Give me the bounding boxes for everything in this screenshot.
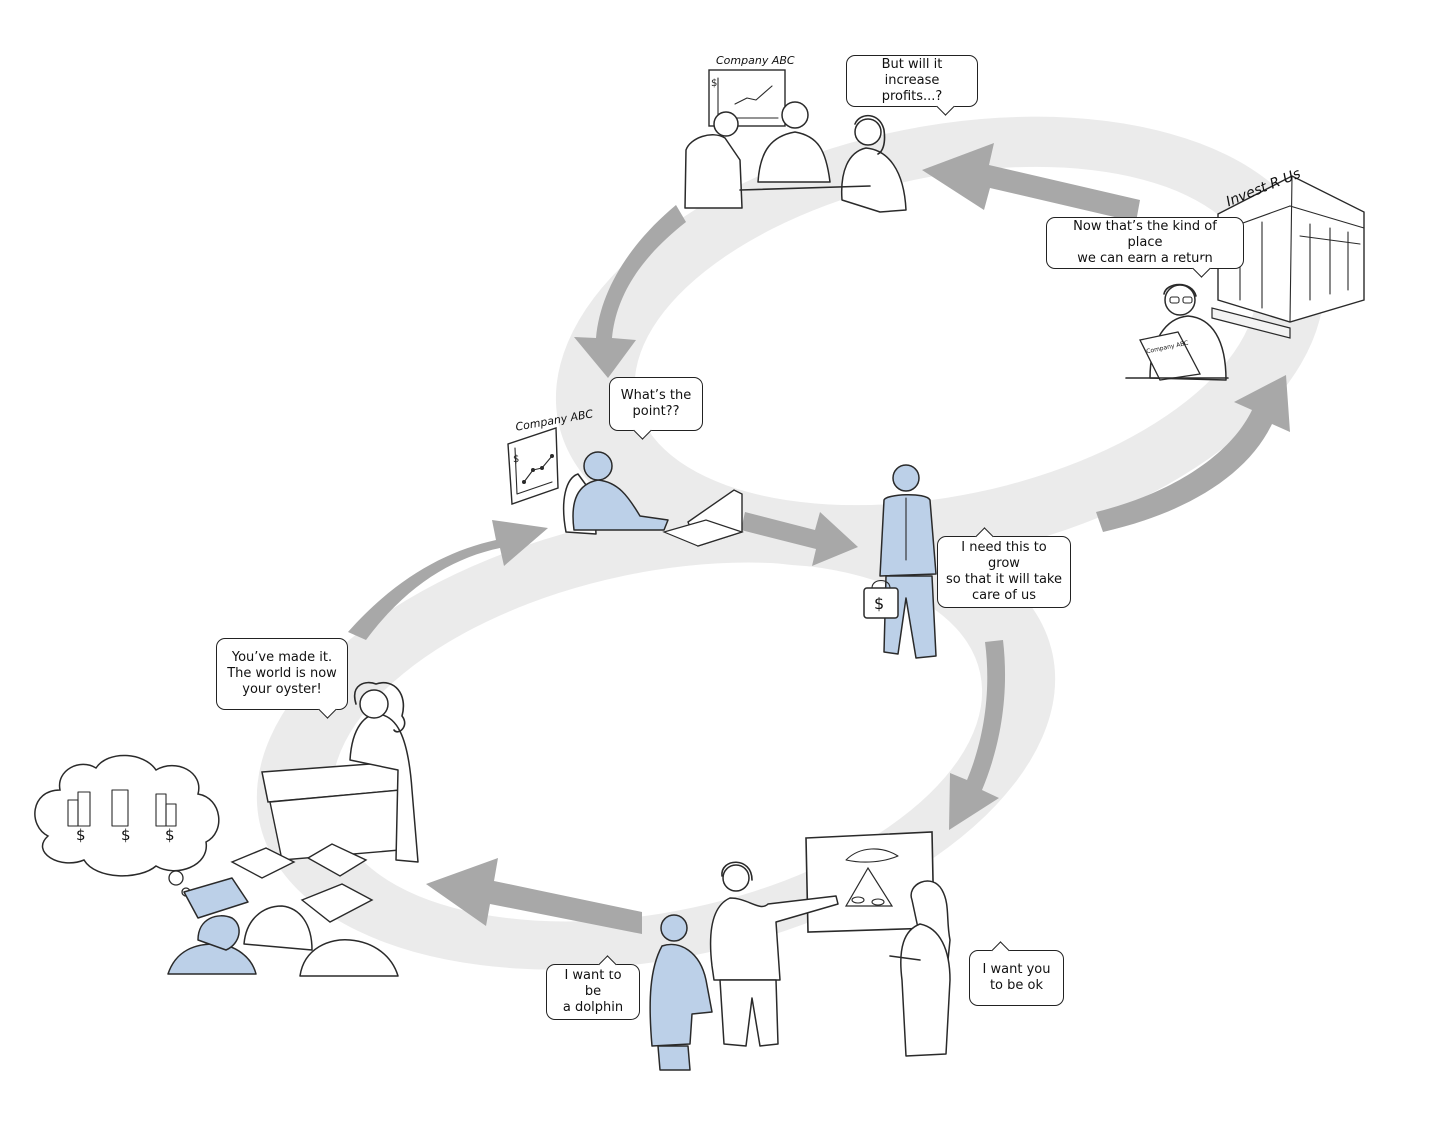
person-right-head — [854, 118, 882, 146]
laptop-keyboard — [662, 519, 744, 547]
investor-hair — [1163, 283, 1197, 297]
presenter-hair — [721, 861, 753, 881]
direction-arrows — [348, 143, 1290, 934]
mother-body — [900, 923, 951, 1057]
graduate-left-cap — [183, 877, 249, 919]
speech-bubble-speaker: You’ve made it. The world is now your oy… — [216, 638, 348, 719]
meeting-chart-dollar: $ — [711, 78, 717, 89]
thought-dollar-2: $ — [121, 826, 131, 844]
thought-dollar-1: $ — [76, 826, 86, 844]
arrow-desk-to-businessman — [741, 512, 858, 566]
person-left-body — [684, 134, 743, 209]
speaker-head — [359, 689, 389, 719]
arrow-to-meeting — [922, 143, 1140, 222]
graduate-back-cap — [306, 843, 368, 877]
arrow-businessman-to-investor — [1096, 375, 1290, 532]
speech-text-child: I want to be a dolphin — [562, 968, 624, 1015]
bank-building-icon — [1211, 175, 1365, 339]
speech-text-meeting: But will it increase profits...? — [881, 57, 943, 104]
speech-bubble-investor: Now that’s the kind of place we can earn… — [1046, 217, 1244, 278]
meeting-scene: $ — [684, 69, 907, 213]
person-center-body — [757, 131, 831, 183]
person-center-head — [781, 101, 809, 129]
investor-scene — [1125, 175, 1365, 381]
graduation-scene — [34, 681, 419, 977]
businessman-head — [892, 464, 920, 492]
desk-scene: $ — [507, 427, 744, 547]
graduate-left-shoulders — [167, 943, 257, 975]
speech-bubble-meeting: But will it increase profits...? — [846, 55, 978, 116]
desk-worker-head — [583, 451, 613, 481]
graduate-left-head — [197, 915, 240, 951]
speech-text-mother: I want you to be ok — [982, 962, 1051, 993]
briefcase-dollar: $ — [874, 594, 885, 613]
speech-text-businessman: I need this to grow so that it will take… — [946, 540, 1062, 603]
speech-text-desk: What’s the point?? — [620, 388, 692, 419]
arrow-meeting-to-desk — [574, 205, 686, 378]
presenter-head — [722, 864, 750, 892]
speech-text-investor: Now that’s the kind of place we can earn… — [1073, 219, 1217, 266]
speech-text-speaker: You’ve made it. The world is now your oy… — [227, 650, 337, 697]
family-scene — [649, 831, 951, 1071]
dolphin-drawing — [845, 848, 899, 863]
graduate-right-shoulders — [299, 939, 399, 977]
speech-bubble-businessman: I need this to grow so that it will take… — [937, 527, 1071, 608]
mother-arm — [889, 955, 921, 961]
desk-chart-line — [523, 455, 553, 483]
child-legs — [657, 1045, 691, 1071]
speaker-hair — [353, 681, 406, 733]
presenter-jacket — [709, 895, 839, 981]
desk-chart-board — [507, 427, 559, 505]
child-body — [649, 943, 713, 1047]
thought-dollar-3: $ — [165, 826, 175, 844]
speaker-body — [349, 713, 419, 863]
graduate-mid-cap — [230, 847, 296, 879]
person-right-body — [840, 147, 907, 213]
meeting-chart-line — [734, 85, 773, 105]
child-head — [660, 914, 688, 942]
briefcase — [863, 587, 899, 619]
person-left-head — [713, 111, 739, 137]
businessman-scene — [863, 464, 937, 659]
graduate-mid-body — [243, 905, 313, 951]
arrow-graduation-to-desk — [348, 520, 548, 640]
speech-bubble-mother: I want you to be ok — [969, 941, 1064, 1006]
thought-cloud-icon — [34, 754, 220, 877]
arrow-family-to-graduation — [426, 858, 642, 934]
arrow-businessman-to-family — [949, 640, 1006, 830]
presenter-skirt — [719, 979, 779, 1047]
newspaper — [1139, 331, 1201, 381]
businessman-jacket — [879, 494, 937, 577]
desk-chart-dollar: $ — [513, 454, 519, 465]
speech-bubble-child: I want to be a dolphin — [546, 955, 640, 1020]
speech-bubble-desk: What’s the point?? — [609, 377, 703, 440]
meeting-chart-title: Company ABC — [716, 54, 795, 67]
meeting-table — [739, 185, 871, 191]
person-right-hair — [854, 114, 886, 155]
graduate-right-cap — [300, 883, 374, 923]
